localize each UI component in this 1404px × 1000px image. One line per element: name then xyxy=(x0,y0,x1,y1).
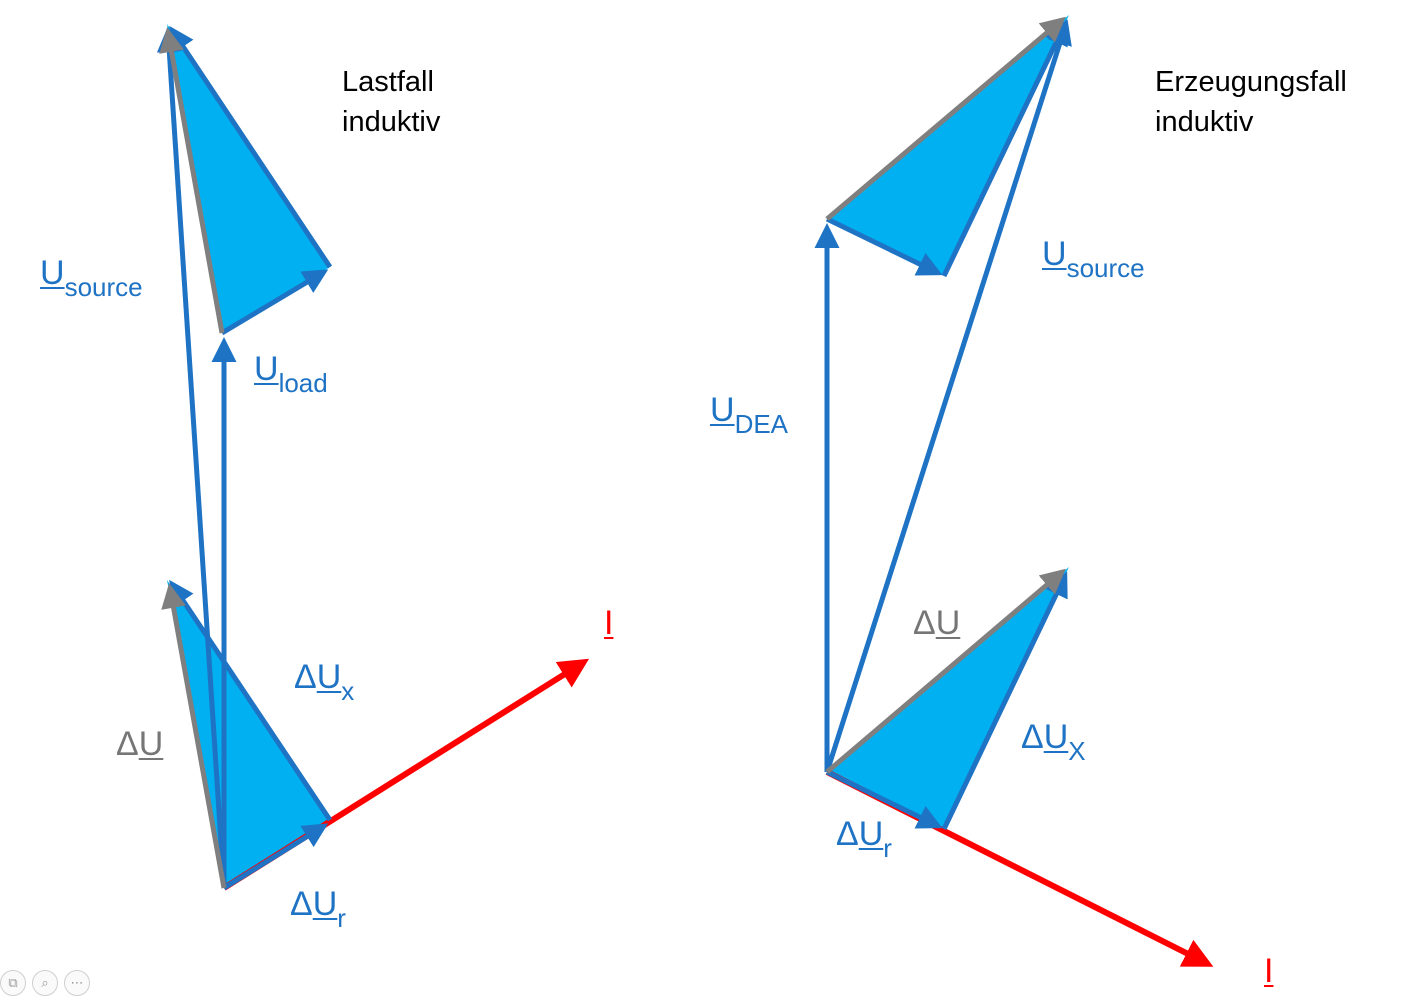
left-delta-ux-subscript: x xyxy=(341,676,355,706)
right-u-dea-symbol: U xyxy=(710,391,735,429)
left-delta-ur-label: ΔUr xyxy=(290,885,346,931)
left-u-load-symbol: U xyxy=(254,350,279,388)
left-title-line2: induktiv xyxy=(342,106,441,138)
left-upper-delta-u-vector xyxy=(159,27,225,334)
left-delta-ux-label: ΔUx xyxy=(294,658,354,704)
right-delta-ur-vector xyxy=(825,769,943,829)
right-upper-delta-u-vector xyxy=(825,16,1066,221)
right-delta-ux-label: ΔUX xyxy=(1021,718,1086,764)
left-title-line1: Lastfall xyxy=(342,66,434,98)
right-delta-ur-subscript: r xyxy=(883,833,892,863)
left-delta-u-vector xyxy=(161,583,227,889)
left-title: Lastfall induktiv xyxy=(342,62,440,142)
left-lower-voltage-triangle xyxy=(167,580,330,888)
right-delta-u-vector xyxy=(825,568,1066,774)
left-delta-ux-vector xyxy=(169,579,333,822)
left-phasor-diagram xyxy=(156,24,590,891)
right-title-line2: induktiv xyxy=(1155,106,1254,138)
left-u-source-label: Usource xyxy=(40,254,143,300)
copy-icon[interactable]: ⧉ xyxy=(0,970,26,996)
right-delta-ur-label: ΔUr xyxy=(836,815,892,861)
left-u-source-symbol: U xyxy=(40,254,65,292)
right-current-label: I xyxy=(1264,954,1273,988)
right-delta-ux-subscript: X xyxy=(1068,736,1086,766)
left-u-source-subscript: source xyxy=(64,272,143,302)
left-delta-ur-subscript: r xyxy=(337,903,346,933)
right-u-source-subscript: source xyxy=(1066,253,1145,283)
right-delta-u-label: ΔU xyxy=(913,606,960,640)
right-u-source-vector xyxy=(824,19,1072,773)
right-lower-voltage-triangle xyxy=(827,567,1069,829)
right-title: Erzeugungsfall induktiv xyxy=(1155,62,1347,142)
left-delta-ux-prefix: Δ xyxy=(294,658,317,696)
viewer-toolbar: ⧉ ⌕ ⋯ xyxy=(0,970,90,1000)
left-current-symbol: I xyxy=(604,604,614,642)
right-u-dea-subscript: DEA xyxy=(734,409,789,439)
right-upper-delta-ux-vector xyxy=(941,19,1068,278)
right-delta-ux-prefix: Δ xyxy=(1021,718,1044,756)
left-upper-voltage-triangle xyxy=(167,24,330,333)
left-delta-ur-prefix: Δ xyxy=(290,885,313,923)
right-u-source-label: Usource xyxy=(1042,235,1145,281)
right-upper-delta-ur-vector xyxy=(825,216,943,276)
right-delta-ur-prefix: Δ xyxy=(836,815,859,853)
right-u-dea-label: UDEA xyxy=(710,391,788,437)
more-icon[interactable]: ⋯ xyxy=(64,970,90,996)
left-upper-delta-ux-vector xyxy=(169,25,333,269)
zoom-icon[interactable]: ⌕ xyxy=(32,970,58,996)
right-title-line1: Erzeugungsfall xyxy=(1155,66,1347,98)
right-delta-ur-symbol: U xyxy=(858,815,884,853)
right-delta-u-prefix: Δ xyxy=(913,604,936,642)
left-upper-delta-ur-vector xyxy=(220,269,329,336)
left-delta-u-symbol: U xyxy=(138,725,164,763)
left-delta-ur-vector xyxy=(222,823,329,891)
left-current-label: I xyxy=(604,606,613,640)
left-delta-u-prefix: Δ xyxy=(116,725,139,763)
right-current-symbol: I xyxy=(1264,952,1274,990)
left-u-load-label: Uload xyxy=(254,350,328,396)
left-u-source-vector xyxy=(156,27,227,889)
left-delta-ux-symbol: U xyxy=(316,658,342,696)
right-delta-ux-vector xyxy=(941,571,1068,831)
left-delta-ur-symbol: U xyxy=(312,885,338,923)
right-upper-voltage-triangle xyxy=(827,15,1069,276)
right-delta-ux-symbol: U xyxy=(1043,718,1069,756)
right-u-source-symbol: U xyxy=(1042,235,1067,273)
left-delta-u-label: ΔU xyxy=(116,727,163,761)
left-u-load-subscript: load xyxy=(278,368,328,398)
right-delta-u-symbol: U xyxy=(935,604,961,642)
right-phasor-diagram xyxy=(814,15,1214,967)
